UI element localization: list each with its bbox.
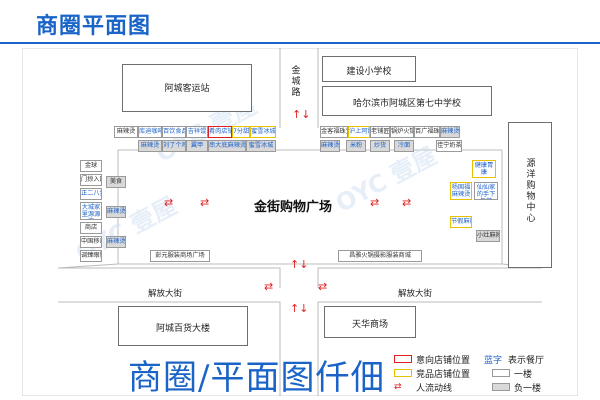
footer-caption: 商圈/平面图仟佃 xyxy=(128,358,386,398)
header: 商圈平面图 xyxy=(0,0,600,44)
flow-arrow-up: ↑↓ xyxy=(292,108,311,121)
shop-competitor: 7分甜 xyxy=(232,126,250,138)
block-dept-store: 阿城百货大楼 xyxy=(118,306,248,346)
dept-store-label: 阿城百货大楼 xyxy=(155,324,210,334)
flow-arrow-left-1: ⇄ xyxy=(164,196,174,209)
road-edge-upper xyxy=(58,267,542,288)
shop: 吉祥馄 xyxy=(186,126,208,138)
shop: 刘了个鸡 xyxy=(162,140,186,152)
shop: 百饮食品 xyxy=(162,126,186,138)
shop: 老铺匠 xyxy=(370,126,390,138)
block-tianhua: 天华商场 xyxy=(324,306,416,338)
legend-competitor-swatch xyxy=(394,369,412,377)
shop: 金客福珠宝 xyxy=(320,126,348,138)
shop: 米粉 xyxy=(346,140,366,152)
shop: 正二八步 xyxy=(80,188,102,200)
shop: 麻辣烫 xyxy=(106,206,126,218)
shop: 仙仙家的手下午茶 xyxy=(474,182,498,200)
legend-floor1-swatch xyxy=(492,369,510,377)
mall-center-label: 金街购物广场 xyxy=(254,200,333,215)
shop: 串大底麻辣烫 xyxy=(208,140,246,152)
middle-school-label: 哈尔滨市阿城区第七中学校 xyxy=(352,99,461,109)
shop: 麻辣烫 xyxy=(138,140,162,152)
street-jiefang-left-label: 解放大街 xyxy=(148,289,183,299)
shop: 门掠入口 xyxy=(80,174,102,186)
header-rule xyxy=(0,42,600,44)
legend-competitor-label: 竞品店铺位置 xyxy=(416,370,471,380)
legend-intent-label: 意向店铺位置 xyxy=(416,356,471,366)
flow-arrow-right-2: ⇄ xyxy=(402,196,412,209)
primary-school-label: 建设小学校 xyxy=(346,67,392,77)
flow-arrow-center-2: ⇄ xyxy=(264,280,274,293)
shop: 美食 xyxy=(106,176,126,188)
shop: 金球 xyxy=(80,160,102,172)
legend-flow-arrow-icon: ⇄ xyxy=(394,382,402,392)
shop-competitor: 健康胃康 xyxy=(472,160,496,178)
block-primary-school: 建设小学校 xyxy=(322,56,416,82)
shop: 库迪咖啡 xyxy=(138,126,162,138)
shop-competitor: 蜜雪冰城 xyxy=(250,126,276,138)
flow-arrow-center-4: ↑↓ xyxy=(290,302,309,315)
legend-restaurant-label: 表示餐厅 xyxy=(508,356,545,366)
shop: 冷面 xyxy=(394,140,414,152)
shop-intent: 肴肉店铺 xyxy=(208,126,232,138)
shop: 麻辣烫 xyxy=(114,126,138,138)
shop: 锅炉火锅 xyxy=(390,126,414,138)
shop: 大城家里源源连 xyxy=(80,202,102,220)
shop-competitor: 沪上阿姨 xyxy=(348,126,370,138)
legend-flow-label: 人流动线 xyxy=(416,384,453,394)
shop: 蜜雪冰城 xyxy=(246,140,276,152)
mall-right-label: 源洋购物中心 xyxy=(526,159,536,224)
shop: 麻辣烫 xyxy=(106,236,126,248)
road-connector-left xyxy=(57,263,119,269)
shop: 麻辣烫 xyxy=(320,140,340,152)
shop: 百广福珠宝 xyxy=(414,126,440,138)
shop: 麻辣烫 xyxy=(440,126,460,138)
bus-station-label: 阿城客运站 xyxy=(164,84,210,94)
block-middle-school: 哈尔滨市阿城区第七中学校 xyxy=(322,86,492,116)
shop-bottom-right: 昌雅火锅摄影服装商城 xyxy=(338,250,422,262)
shop: 中国移动 xyxy=(80,236,102,248)
flow-arrow-center-1: ↑↓ xyxy=(290,258,309,271)
block-mall-right: 源洋购物中心 xyxy=(508,122,552,268)
legend-basement-label: 负一楼 xyxy=(514,384,542,394)
legend-intent-swatch xyxy=(394,355,412,363)
flow-arrow-left-2: ⇄ xyxy=(200,196,210,209)
legend: 意向店铺位置 蓝字 表示餐厅 竞品店铺位置 一楼 ⇄ 人流动线 负一楼 xyxy=(392,352,582,398)
shop: 佳宁奶茶 xyxy=(436,140,462,152)
shop-competitor: 杨国福麻辣烫 xyxy=(450,182,472,200)
shop: 调臻眼镜 xyxy=(80,250,102,262)
block-bus-station: 阿城客运站 xyxy=(122,64,252,112)
legend-floor1-label: 一楼 xyxy=(514,370,533,380)
tianhua-label: 天华商场 xyxy=(351,320,388,330)
street-jiefang-right-label: 解放大街 xyxy=(398,289,433,299)
street-jincheng-label: 金城路 xyxy=(291,66,301,98)
shop: 炒货 xyxy=(370,140,390,152)
legend-blue-label: 蓝字 xyxy=(484,356,503,366)
shop: 翼甲 xyxy=(186,140,208,152)
shop: 商店 xyxy=(80,222,102,234)
flow-arrow-right-1: ⇄ xyxy=(370,196,380,209)
page-title: 商圈平面图 xyxy=(36,14,152,39)
shop-bottom-left: 彭元服装商场广场 xyxy=(150,250,210,262)
shop: 小灶麻辣烫 xyxy=(476,230,500,242)
flow-arrow-center-3: ⇄ xyxy=(318,280,328,293)
shop-competitor: 节假麻辣烫 xyxy=(450,216,472,228)
legend-basement-swatch xyxy=(492,383,510,391)
